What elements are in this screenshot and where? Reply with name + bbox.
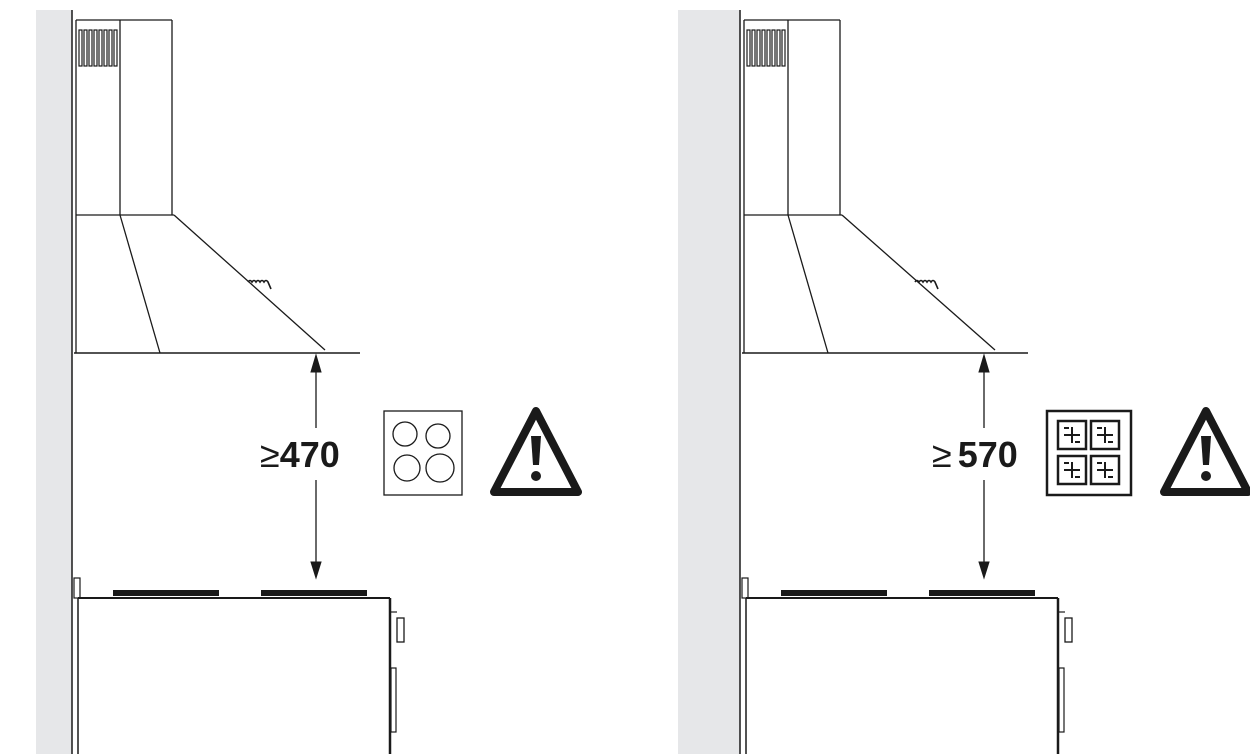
knob-icon — [1064, 617, 1073, 643]
burner — [781, 590, 887, 596]
handle — [1058, 667, 1065, 733]
cooker — [73, 577, 405, 754]
handle — [390, 667, 397, 733]
knob-icon — [396, 617, 405, 643]
vent-icon — [746, 29, 786, 67]
clearance-label-gas: ≥570 — [930, 434, 1020, 476]
panel-gas — [678, 10, 1250, 754]
cooker-hood — [74, 19, 360, 354]
clearance-value: 470 — [279, 434, 340, 475]
wall — [36, 10, 72, 754]
burner — [113, 590, 219, 596]
hood-controls-icon — [247, 279, 272, 290]
clearance-value: 570 — [957, 434, 1018, 475]
wall — [678, 10, 740, 754]
gas-hob-icon — [1045, 409, 1133, 497]
burner — [261, 590, 367, 596]
hood-controls-icon — [914, 279, 939, 290]
warning-icon — [490, 407, 582, 496]
cooker-hood — [742, 19, 1028, 354]
burner — [929, 590, 1035, 596]
geq-symbol: ≥ — [932, 434, 952, 475]
geq-symbol: ≥ — [260, 434, 280, 475]
clearance-arrow — [310, 353, 322, 580]
cooker — [741, 577, 1073, 754]
electric-hob-icon — [383, 410, 463, 496]
clearance-arrow — [978, 353, 990, 580]
vent-icon — [78, 29, 118, 67]
clearance-label-electric: ≥470 — [258, 434, 342, 476]
panel-electric — [36, 10, 582, 754]
warning-icon — [1160, 407, 1250, 496]
